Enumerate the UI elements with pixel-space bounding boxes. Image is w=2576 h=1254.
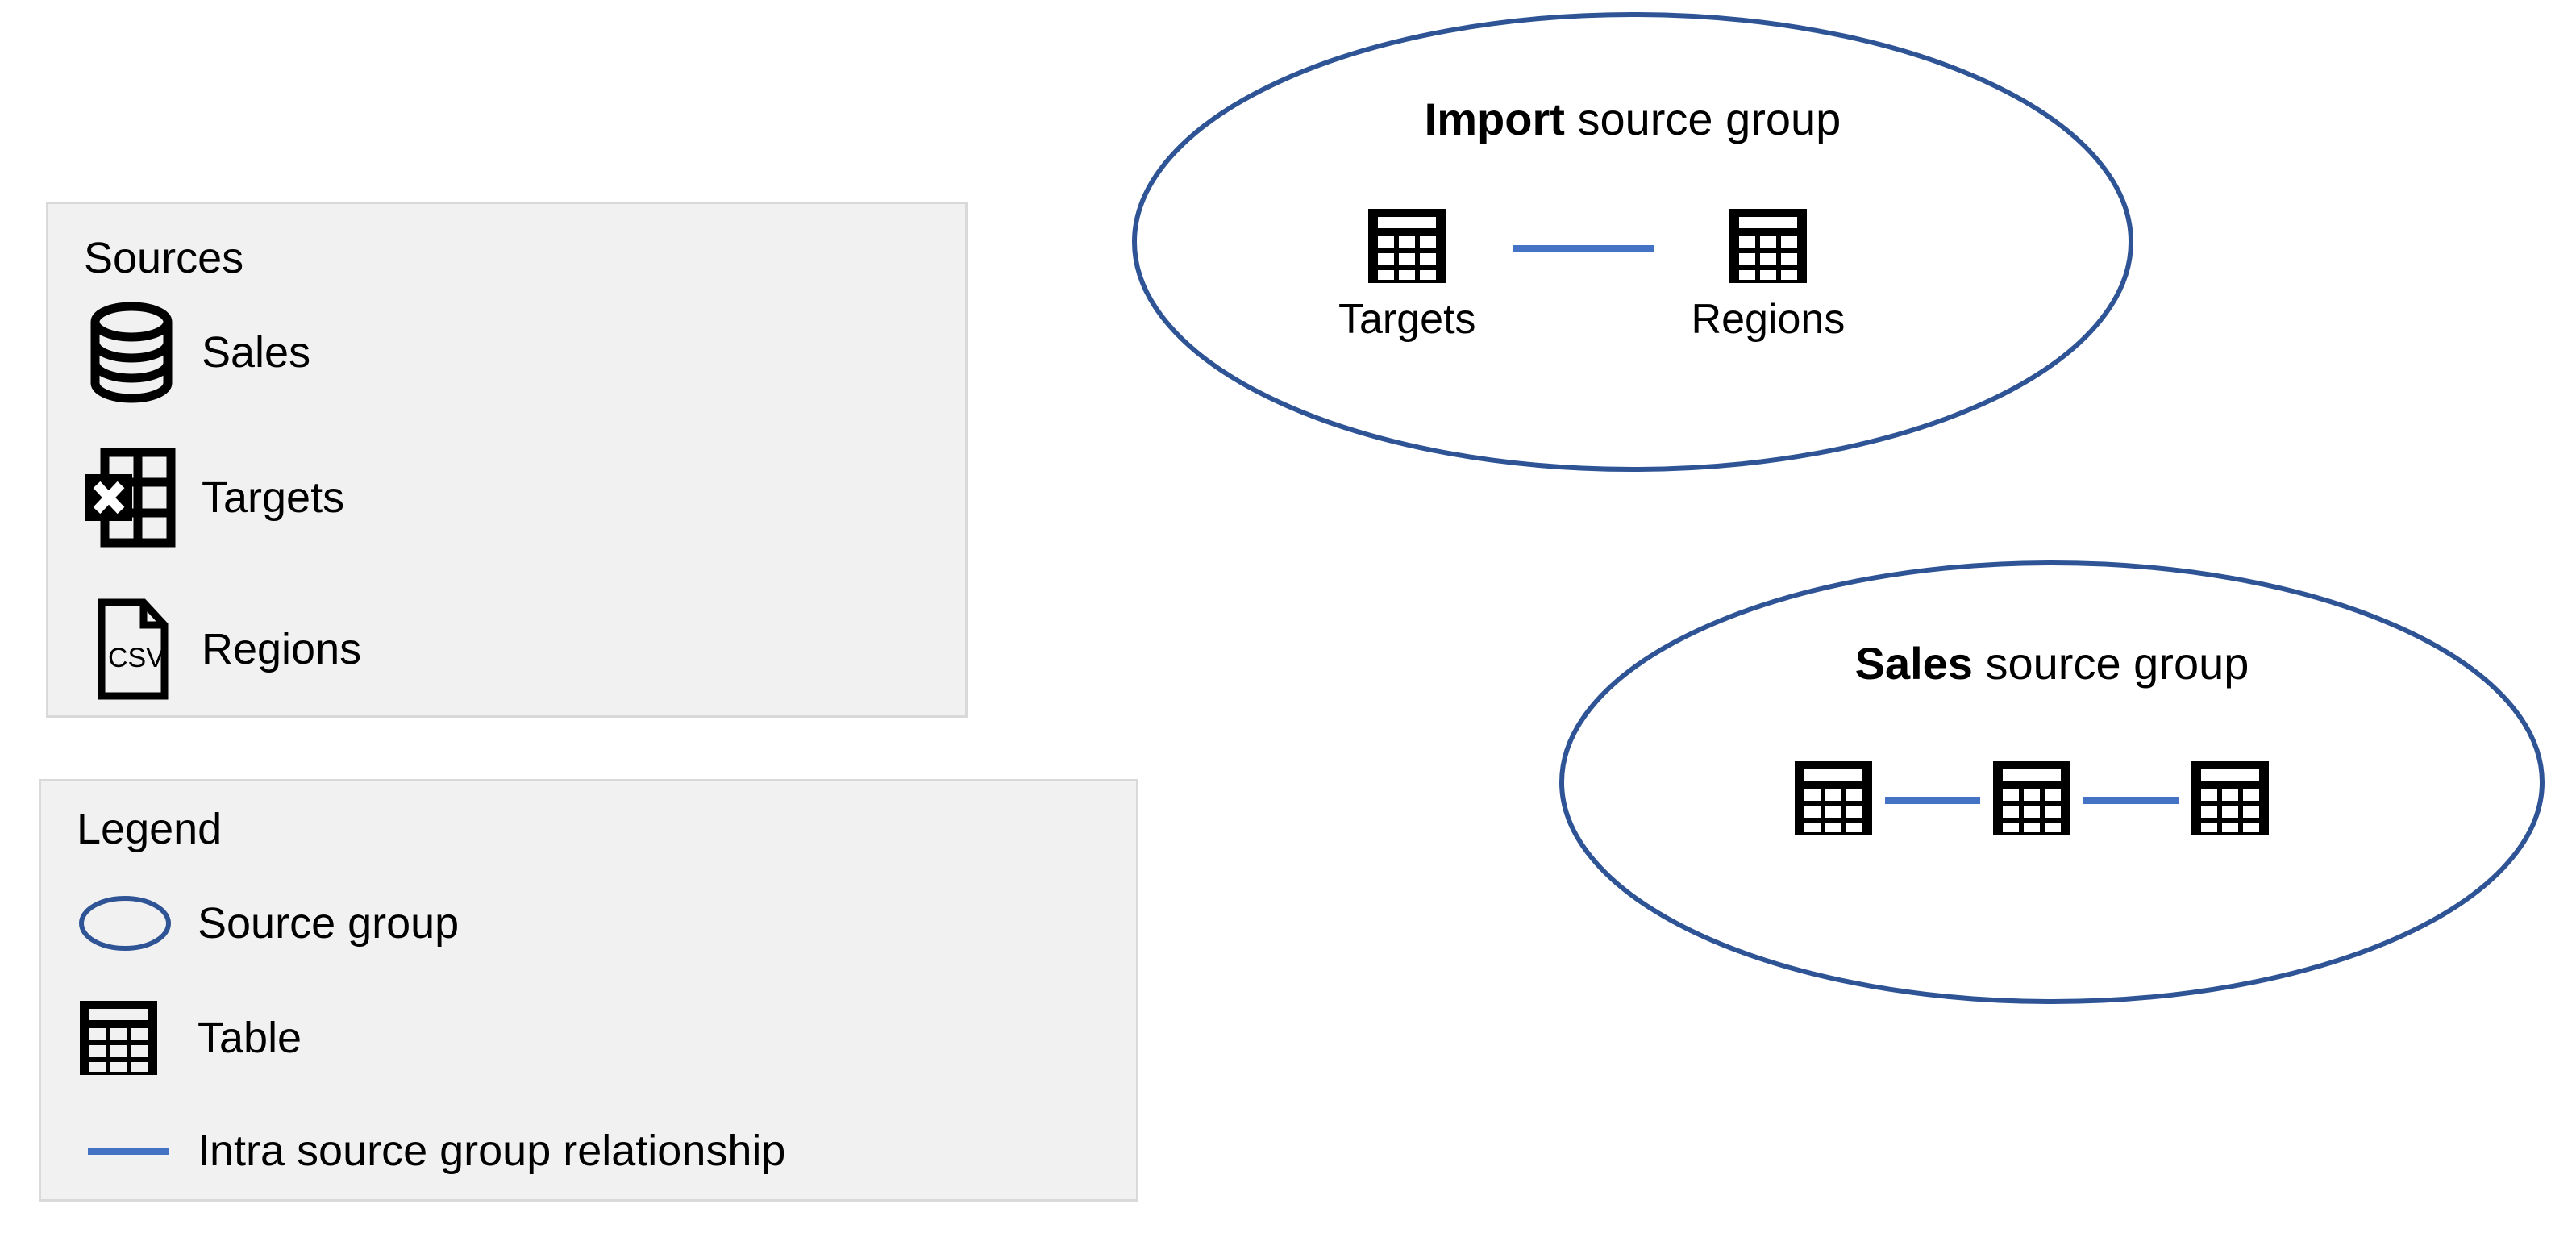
csv-file-icon: CSV xyxy=(84,598,179,701)
legend-item-label: Table xyxy=(198,1014,302,1062)
table-node-label: Targets xyxy=(1338,296,1476,343)
import-group-nodes: Targets Regions xyxy=(1338,206,1845,340)
sources-panel: Sources Sales xyxy=(46,202,968,718)
sales-source-group-title: Sales source group xyxy=(1556,641,2548,686)
sales-source-group-ellipse xyxy=(1556,556,2548,1008)
legend-item-label: Intra source group relationship xyxy=(198,1127,786,1175)
legend-panel-title: Legend xyxy=(77,805,223,853)
import-source-group-ellipse xyxy=(1129,8,2137,476)
line-icon xyxy=(77,1114,180,1188)
excel-file-icon xyxy=(84,446,179,549)
table-icon xyxy=(1726,206,1810,290)
table-node-label: Regions xyxy=(1691,296,1846,343)
source-item-label: Regions xyxy=(202,625,362,673)
database-icon xyxy=(84,301,179,404)
legend-item-table: Table xyxy=(77,1001,302,1075)
table-node-2[interactable] xyxy=(1990,758,2074,843)
table-node-1[interactable] xyxy=(1792,758,1875,843)
intra-group-relationship-line xyxy=(2083,797,2179,804)
legend-panel: Legend Source group xyxy=(39,779,1138,1202)
source-item-label: Sales xyxy=(202,328,311,377)
source-item-label: Targets xyxy=(202,473,345,522)
ellipse-icon xyxy=(77,886,180,960)
table-icon xyxy=(2188,758,2272,843)
import-group-title-rest: source group xyxy=(1564,94,1841,144)
source-item-sales[interactable]: Sales xyxy=(84,301,310,404)
table-node-targets[interactable]: Targets xyxy=(1338,206,1476,340)
intra-group-relationship-line xyxy=(1513,245,1654,252)
import-source-group-title: Import source group xyxy=(1129,97,2137,142)
sources-panel-title: Sources xyxy=(84,234,244,282)
sales-group-title-rest: source group xyxy=(1972,638,2249,689)
table-icon xyxy=(1792,758,1875,843)
sales-group-nodes xyxy=(1792,758,2272,843)
source-item-targets[interactable]: Targets xyxy=(84,446,344,549)
table-node-regions[interactable]: Regions xyxy=(1691,206,1846,343)
table-node-3[interactable] xyxy=(2188,758,2272,843)
table-icon xyxy=(1990,758,2074,843)
csv-icon-text: CSV xyxy=(108,643,164,673)
table-icon xyxy=(1365,206,1449,290)
sales-group-title-strong: Sales xyxy=(1854,638,1973,689)
table-icon xyxy=(77,1001,180,1075)
legend-item-relationship: Intra source group relationship xyxy=(77,1114,785,1188)
legend-item-label: Source group xyxy=(198,899,460,948)
source-item-regions[interactable]: CSV Regions xyxy=(84,598,361,701)
legend-item-source-group: Source group xyxy=(77,886,459,960)
intra-group-relationship-line xyxy=(1885,797,1980,804)
import-group-title-strong: Import xyxy=(1424,94,1565,144)
